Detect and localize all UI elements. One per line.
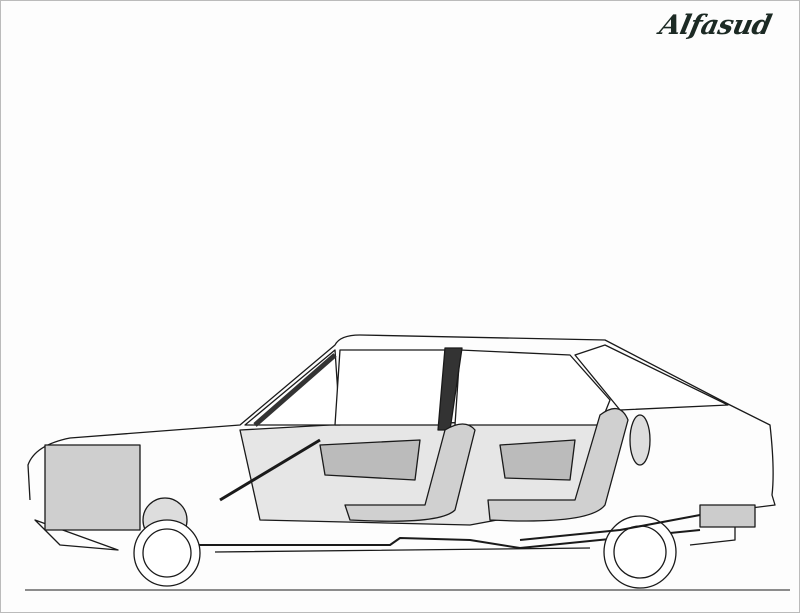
front-window <box>334 349 446 426</box>
steering-column <box>219 438 321 502</box>
front-seat <box>344 423 476 522</box>
engine-block <box>44 444 141 531</box>
rear-quarter <box>574 344 729 411</box>
spare-wheel <box>629 414 651 466</box>
rear-door-trim <box>499 439 576 481</box>
rear-seat <box>487 408 629 522</box>
front-wheel-rim <box>142 528 192 578</box>
fuel-tank <box>699 504 756 528</box>
exhaust <box>180 529 701 549</box>
front-wheel <box>133 519 201 587</box>
front-door-trim <box>319 439 421 481</box>
a-pillar <box>253 353 337 427</box>
